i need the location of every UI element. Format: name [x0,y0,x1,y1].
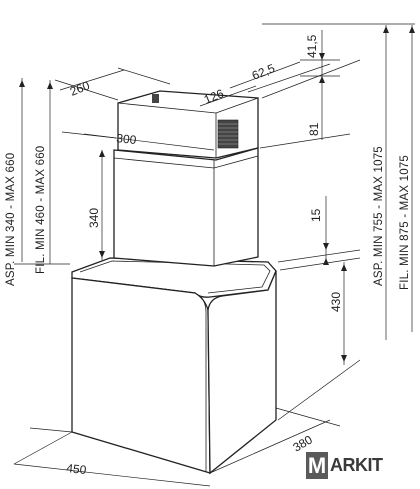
dim-15: 15 [309,208,323,222]
fil-left-label: FIL. MIN 460 - MAX 660 [35,146,47,274]
arrow-heads [19,26,415,362]
dimension-lines [13,23,415,487]
asp-right-label: ASP. MIN 755 - MAX 1075 [373,146,385,286]
chimney [113,90,259,267]
dim-300: 300 [116,131,138,147]
dim-81: 81 [307,122,321,136]
logo-letter: M [307,453,327,478]
logo-box [306,452,328,479]
dim-430: 430 [329,292,343,312]
hood-body [71,257,277,475]
dim-340: 340 [87,208,101,228]
logo-text: ARKIT [330,455,383,475]
dim-62-5: 62,5 [250,61,277,83]
fil-right-label: FIL. MIN 875 - MAX 1075 [399,155,411,290]
dim-450: 450 [66,461,88,477]
dim-41-5: 41,5 [305,34,319,58]
asp-left-label: ASP. MIN 340 - MAX 660 [5,153,17,286]
